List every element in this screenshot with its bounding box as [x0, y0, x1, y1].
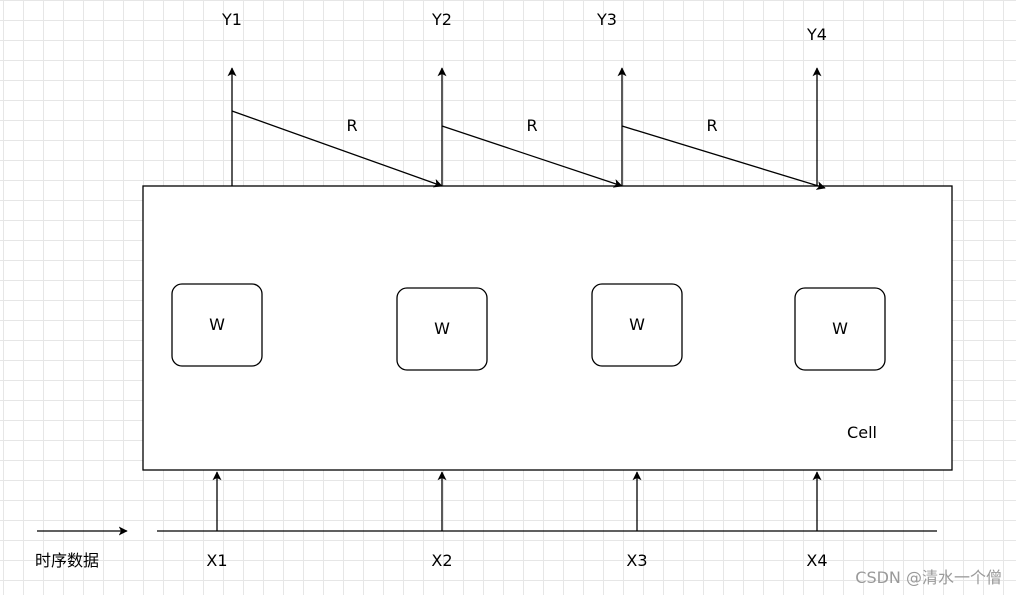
recurrent-arrow-2 [441, 125, 623, 188]
recurrent-label-3: R [706, 116, 717, 135]
weight-box-4 [794, 287, 886, 371]
weight-label-1: W [209, 315, 225, 334]
input-label-2: X2 [431, 551, 452, 570]
input-label-1: X1 [206, 551, 227, 570]
input-label-4: X4 [806, 551, 827, 570]
output-label-2: Y2 [431, 10, 452, 29]
recurrent-arrow-3 [621, 125, 826, 190]
output-label-3: Y3 [596, 10, 617, 29]
timeline-label: 时序数据 [35, 551, 99, 570]
recurrent-label-2: R [526, 116, 537, 135]
weight-box-1 [171, 283, 263, 367]
weight-label-3: W [629, 315, 645, 334]
weight-label-4: W [832, 319, 848, 338]
recurrent-arrow-1 [231, 110, 443, 188]
watermark-text: CSDN @清水一个僧 [855, 568, 1002, 587]
output-label-1: Y1 [221, 10, 242, 29]
recurrent-label-1: R [346, 116, 357, 135]
output-label-4: Y4 [806, 25, 827, 44]
weight-box-3 [591, 283, 683, 367]
cell-label: Cell [847, 423, 877, 442]
input-label-3: X3 [626, 551, 647, 570]
weight-box-2 [396, 287, 488, 371]
weight-label-2: W [434, 319, 450, 338]
